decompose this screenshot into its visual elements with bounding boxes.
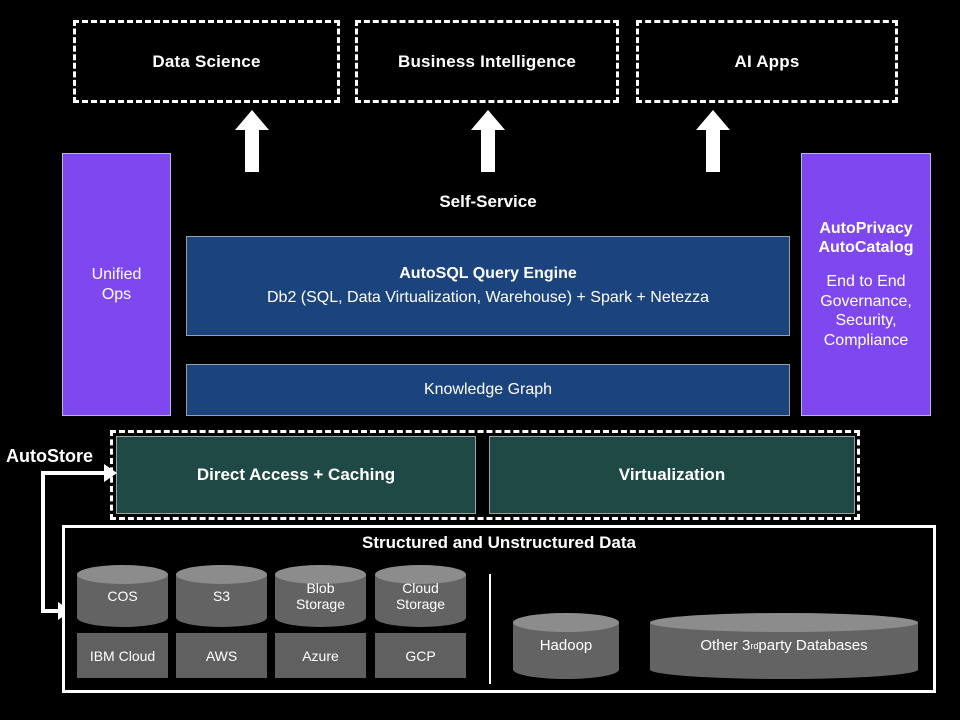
direct-access-label: Direct Access + Caching	[196, 465, 396, 484]
other-db-superscript: rd	[750, 640, 759, 651]
provider-box-ibm-cloud[interactable]: IBM Cloud	[77, 633, 168, 678]
unified-ops-line-1: Unified	[91, 265, 142, 283]
storage-cylinder-s3[interactable]: S3	[176, 565, 267, 627]
arrow-head-icon-to-direct-access	[104, 464, 117, 482]
provider-box-azure[interactable]: Azure	[275, 633, 366, 678]
virtualization-box[interactable]: Virtualization	[489, 436, 855, 514]
consumer-label: Data Science	[152, 51, 261, 71]
cylinder-label: Hadoop	[539, 637, 593, 655]
autostore-connector-branch-top	[41, 471, 106, 475]
cylinder-label: Blob Storage	[295, 579, 346, 612]
provider-label: Azure	[302, 647, 339, 664]
storage-cylinder-blob-storage[interactable]: Blob Storage	[275, 565, 366, 627]
provider-label: GCP	[405, 647, 436, 664]
up-arrow-icon-business-intelligence	[471, 110, 505, 172]
consumer-label: Business Intelligence	[397, 51, 577, 71]
up-arrow-icon-data-science	[235, 110, 269, 172]
unified-ops-line-2: Ops	[101, 285, 132, 303]
autosql-subtitle: Db2 (SQL, Data Virtualization, Warehouse…	[267, 289, 709, 307]
governance-line-3: Security,	[835, 312, 897, 330]
cylinder-label: S3	[212, 587, 231, 604]
other-db-prefix: Other 3	[700, 637, 751, 655]
autosql-query-engine-box[interactable]: AutoSQL Query Engine Db2 (SQL, Data Virt…	[186, 236, 790, 336]
virtualization-label: Virtualization	[618, 465, 726, 484]
cylinder-label: COS	[107, 587, 138, 604]
knowledge-graph-box[interactable]: Knowledge Graph	[186, 364, 790, 416]
knowledge-graph-label: Knowledge Graph	[423, 381, 553, 399]
provider-label: AWS	[205, 647, 238, 664]
governance-line-1: End to End	[826, 272, 906, 290]
up-arrow-icon-ai-apps	[696, 110, 730, 172]
storage-cylinder-cloud-storage[interactable]: Cloud Storage	[375, 565, 466, 627]
autoprivacy-label: AutoPrivacy	[819, 219, 913, 237]
autocatalog-label: AutoCatalog	[818, 239, 914, 257]
governance-line-4: Compliance	[823, 331, 909, 349]
consumer-box-business-intelligence[interactable]: Business Intelligence	[355, 20, 619, 103]
storage-cylinder-hadoop[interactable]: Hadoop	[513, 613, 619, 679]
other-db-suffix: party Databases	[758, 637, 868, 655]
autostore-connector-trunk	[41, 471, 45, 613]
provider-label: IBM Cloud	[89, 647, 156, 664]
autostore-connector-branch-bottom	[41, 609, 61, 613]
autostore-label: AutoStore	[6, 446, 93, 466]
storage-cylinder-cos[interactable]: COS	[77, 565, 168, 627]
governance-line-2: Governance,	[820, 292, 912, 310]
structured-data-title: Structured and Unstructured Data	[362, 533, 636, 552]
consumer-label: AI Apps	[734, 51, 800, 71]
provider-box-aws[interactable]: AWS	[176, 633, 267, 678]
direct-access-caching-box[interactable]: Direct Access + Caching	[116, 436, 476, 514]
cylinder-label: Cloud Storage	[395, 579, 446, 612]
provider-box-gcp[interactable]: GCP	[375, 633, 466, 678]
autosql-title: AutoSQL Query Engine	[399, 265, 577, 283]
self-service-label: Self-Service	[439, 192, 537, 211]
consumer-box-ai-apps[interactable]: AI Apps	[636, 20, 898, 103]
autoprivacy-autocatalog-panel[interactable]: AutoPrivacy AutoCatalog End to End Gover…	[801, 153, 931, 416]
unified-ops-panel[interactable]: Unified Ops	[62, 153, 171, 416]
data-section-divider	[489, 574, 491, 684]
consumer-box-data-science[interactable]: Data Science	[73, 20, 340, 103]
